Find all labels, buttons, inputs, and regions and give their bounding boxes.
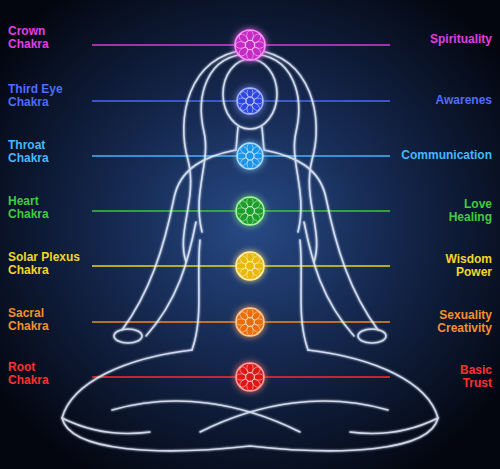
chakra-meaning: Spirituality xyxy=(382,33,492,46)
chakra-name: Third Eye Chakra xyxy=(8,83,74,110)
chakra-name: Solar Plexus Chakra xyxy=(8,251,90,278)
petal xyxy=(251,267,262,278)
petal xyxy=(251,90,261,100)
petal xyxy=(238,254,249,265)
chakra-name: Heart Chakra xyxy=(8,195,60,222)
chakra-core xyxy=(246,262,255,271)
chakra-name: Throat Chakra xyxy=(8,139,60,166)
chakra-meaning: Basic Trust xyxy=(442,364,492,391)
petal xyxy=(238,378,249,389)
petal xyxy=(238,365,249,376)
petal xyxy=(251,212,262,223)
petal xyxy=(251,157,261,167)
chakra-core xyxy=(246,207,255,216)
petal xyxy=(238,212,249,223)
petal xyxy=(251,199,262,210)
chakra-meaning: Communication xyxy=(382,149,492,162)
petal xyxy=(251,145,261,155)
petal xyxy=(239,90,249,100)
petal xyxy=(239,157,249,167)
petal xyxy=(251,310,262,321)
petal xyxy=(237,32,249,44)
chakra-symbols xyxy=(235,30,265,391)
petal xyxy=(251,102,261,112)
chakra-name: Sacral Chakra xyxy=(8,307,60,334)
petal xyxy=(237,46,249,58)
petal xyxy=(251,378,262,389)
chakra-meaning: Wisdom Power xyxy=(432,253,492,280)
petal xyxy=(239,102,249,112)
chakra-name: Crown Chakra xyxy=(8,25,60,52)
petal xyxy=(251,254,262,265)
meditating-figure xyxy=(62,50,438,451)
chakra-lines xyxy=(92,45,390,377)
chakra-core xyxy=(246,152,254,160)
petal xyxy=(238,199,249,210)
petal xyxy=(251,46,263,58)
chakra-core xyxy=(246,373,255,382)
chakra-meaning: Awarenes xyxy=(382,94,492,107)
chakra-meaning: Love Healing xyxy=(432,198,492,225)
petal xyxy=(239,145,249,155)
chakra-core xyxy=(245,40,255,50)
petal xyxy=(238,267,249,278)
chakra-core xyxy=(246,318,255,327)
chakra-meaning: Sexuality Creativity xyxy=(420,309,492,336)
petal xyxy=(251,323,262,334)
petal xyxy=(238,310,249,321)
petal xyxy=(251,32,263,44)
chakra-core xyxy=(246,97,254,105)
petal xyxy=(238,323,249,334)
chakra-name: Root Chakra xyxy=(8,361,60,388)
petal xyxy=(251,365,262,376)
chakra-petals xyxy=(236,31,265,391)
